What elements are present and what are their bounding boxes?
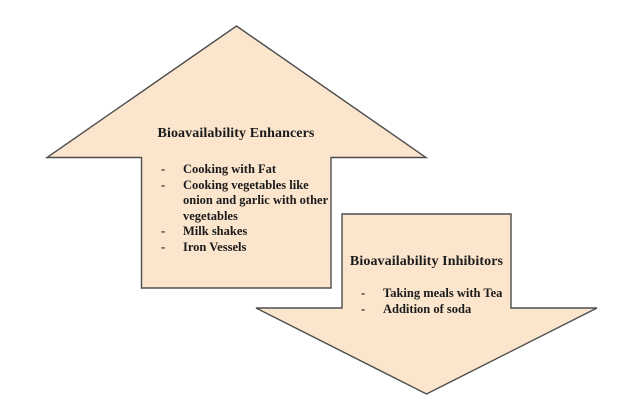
list-item: - Iron Vessels: [161, 240, 331, 256]
list-item: - Milk shakes: [161, 224, 331, 240]
list-item-text: Milk shakes: [183, 224, 248, 238]
dash-bullet: -: [161, 177, 166, 192]
list-item-text: Addition of soda: [383, 301, 472, 316]
down-arrow-list: - Taking meals with Tea - Addition of so…: [361, 286, 516, 317]
list-item-text: Iron Vessels: [183, 239, 247, 254]
list-item: - Taking meals with Tea: [361, 286, 516, 302]
down-arrow-title: Bioavailability Inhibitors: [349, 254, 504, 269]
up-arrow-shape: [44, 25, 429, 289]
list-item-text: Taking meals with Tea: [383, 286, 503, 300]
up-arrow-list: - Cooking with Fat - Cooking vegetables …: [161, 162, 331, 255]
down-arrow-shape: [255, 213, 598, 395]
list-item-text: vegetables: [183, 208, 238, 223]
dash-bullet: -: [161, 224, 166, 238]
dash-bullet: -: [361, 286, 366, 300]
list-item-text: onion and garlic with other: [183, 193, 329, 207]
list-item: - Addition of soda: [361, 302, 516, 318]
up-arrow-title: Bioavailability Enhancers: [157, 126, 315, 141]
list-item: - Cooking vegetables like onion and garl…: [161, 178, 331, 225]
list-item-text: Cooking with Fat: [183, 162, 277, 176]
dash-bullet: -: [361, 301, 366, 316]
dash-bullet: -: [161, 239, 166, 254]
list-item-text: Cooking vegetables like: [183, 177, 309, 192]
dash-bullet: -: [161, 162, 166, 176]
list-item: - Cooking with Fat: [161, 162, 331, 178]
